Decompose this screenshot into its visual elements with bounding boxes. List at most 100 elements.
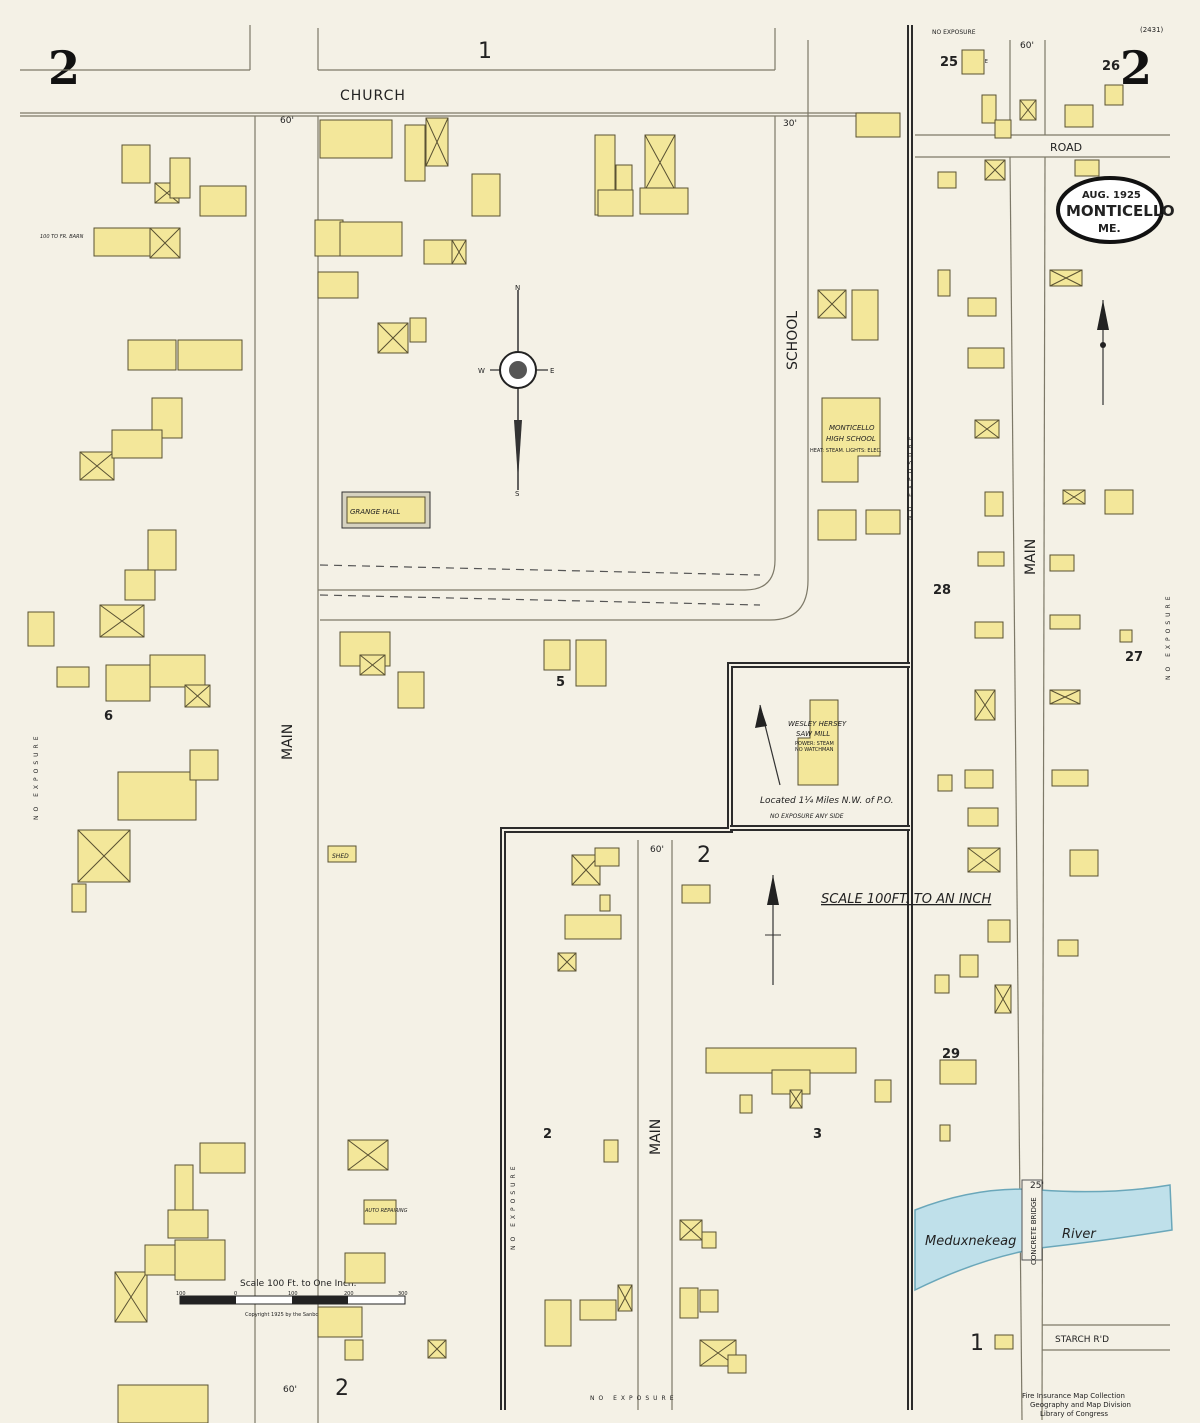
- building-cross-mark: [994, 984, 1012, 1014]
- auto-repairing-label: AUTO REPAIRING: [364, 1208, 408, 1214]
- building: [937, 171, 957, 189]
- compass-n: N: [515, 284, 520, 292]
- stamp-line-2: Geography and Map Division: [1030, 1401, 1131, 1409]
- building: [543, 639, 571, 671]
- building-cross-mark: [427, 1339, 447, 1359]
- building-cross-mark: [617, 1284, 633, 1312]
- building: [705, 1047, 857, 1074]
- building: [959, 954, 979, 978]
- building: [739, 1094, 753, 1114]
- building: [939, 1059, 977, 1085]
- building: [701, 1231, 717, 1249]
- high-school-name-2: HIGH SCHOOL: [826, 435, 876, 443]
- scale-tick-0: 100: [176, 1291, 186, 1297]
- building-cross-mark: [451, 239, 467, 265]
- compass-rose: N S E W: [478, 284, 554, 498]
- building: [149, 654, 206, 688]
- high-school-name-3: HEAT: STEAM. LIGHTS: ELEC.: [810, 448, 882, 454]
- building: [1074, 159, 1100, 177]
- building-cross-mark: [1049, 269, 1083, 287]
- building-cross-mark: [79, 451, 115, 481]
- building: [27, 611, 55, 647]
- street-starch-rd: STARCH R'D: [1055, 1335, 1109, 1345]
- building: [121, 144, 151, 184]
- street-main-center: MAIN: [648, 1119, 664, 1155]
- library-stamp: Fire Insurance Map Collection Geography …: [1022, 1392, 1131, 1418]
- scale-bar-title: Scale 100 Ft. to One Inch.: [240, 1279, 357, 1289]
- building-cross-mark: [1049, 689, 1081, 705]
- no-exposure-left: NO EXPOSURE: [33, 732, 40, 820]
- saw-mill-1: WESLEY HERSEY: [788, 720, 847, 728]
- building: [423, 239, 453, 265]
- no-exposure-center-left: NO EXPOSURE: [510, 1162, 517, 1250]
- building-cross-mark: [1062, 489, 1086, 505]
- building: [1049, 554, 1075, 572]
- building: [169, 157, 191, 199]
- building-cross-mark: [359, 654, 386, 676]
- block-number-26: 26: [1102, 59, 1120, 74]
- building: [964, 769, 994, 789]
- scale-main: SCALE 100FT. TO AN INCH: [821, 892, 991, 907]
- compass-e: E: [550, 367, 554, 375]
- dim-60-right: 60': [1020, 41, 1034, 51]
- building: [199, 1142, 246, 1174]
- building: [319, 119, 393, 159]
- block-number-29: 29: [942, 1047, 960, 1062]
- building: [994, 1334, 1014, 1350]
- shed-label: SHED: [332, 853, 349, 860]
- scale-bar: Scale 100 Ft. to One Inch. 100 0 100 200…: [176, 1279, 408, 1318]
- building: [855, 112, 901, 138]
- saw-mill-3: POWER: STEAM: [795, 741, 834, 747]
- building: [564, 914, 622, 940]
- block-number-5: 5: [556, 675, 565, 690]
- meduxnekeag-river: [914, 1184, 1173, 1292]
- title-town: MONTICELLO: [1066, 202, 1175, 220]
- no-exposure-mid: NO EXPOSURE: [907, 432, 914, 520]
- building: [127, 339, 177, 371]
- building: [317, 271, 359, 299]
- building: [937, 269, 951, 297]
- building: [93, 227, 159, 257]
- street-church: CHURCH: [340, 88, 406, 104]
- dim-60-church: 60': [280, 116, 294, 126]
- dim-60-bottom: 60': [283, 1385, 297, 1395]
- sheet-number-left: 2: [48, 41, 80, 95]
- building: [117, 1384, 209, 1423]
- building: [984, 491, 1004, 517]
- building-cross-mark: [557, 952, 577, 972]
- stamp-line-1: Fire Insurance Map Collection: [1022, 1392, 1125, 1400]
- building: [471, 173, 501, 217]
- high-school-name-1: MONTICELLO: [829, 424, 875, 432]
- building: [934, 974, 950, 994]
- copyright: Copyright 1925 by the Sanborn Map Co.: [245, 1312, 346, 1318]
- concrete-bridge: [1021, 1179, 1043, 1261]
- scale-tick-1: 0: [234, 1291, 237, 1297]
- block-number-3: 3: [813, 1127, 822, 1142]
- building-cross-mark: [1019, 99, 1037, 121]
- building-cross-mark: [184, 684, 211, 708]
- building: [967, 297, 997, 317]
- street-road: ROAD: [1050, 141, 1082, 154]
- building: [397, 671, 425, 709]
- building: [679, 1287, 699, 1319]
- building: [599, 894, 611, 912]
- building: [344, 1339, 364, 1361]
- north-arrow-mill: [755, 704, 781, 786]
- no-exposure-any-side: NO EXPOSURE ANY SIDE: [770, 813, 844, 820]
- building-cross-mark: [817, 289, 847, 319]
- building-cross-mark: [425, 117, 449, 167]
- block-number-6: 6: [104, 709, 113, 724]
- building: [105, 664, 151, 702]
- sheet-code: (2431): [1140, 26, 1164, 34]
- building: [937, 774, 953, 792]
- building: [1104, 84, 1124, 106]
- building: [317, 1306, 363, 1338]
- block-number-25: 25: [940, 55, 958, 70]
- building: [147, 529, 177, 571]
- building: [579, 1299, 617, 1321]
- saw-mill-location: Located 1¼ Miles N.W. of P.O.: [760, 796, 893, 806]
- building: [575, 639, 607, 687]
- building-cross-mark: [974, 689, 996, 721]
- building: [167, 1209, 209, 1239]
- building: [639, 187, 689, 215]
